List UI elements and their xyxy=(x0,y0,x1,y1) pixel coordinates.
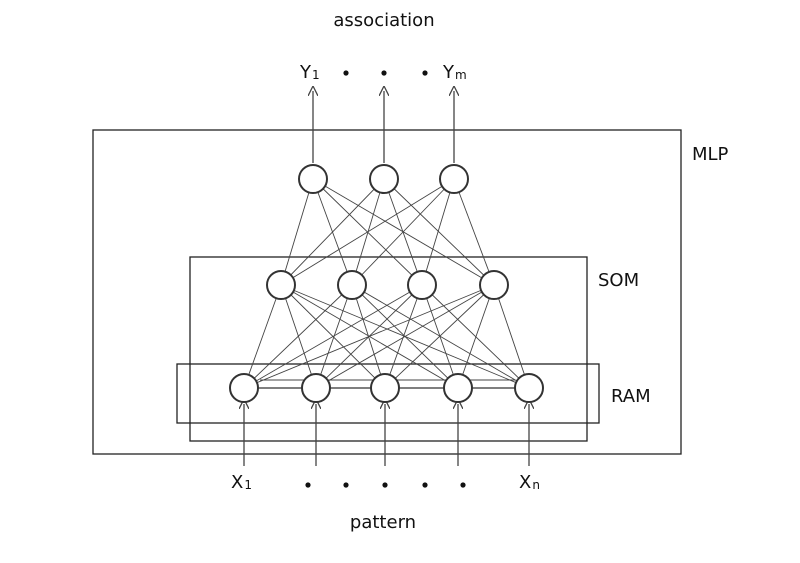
mlp-label: MLP xyxy=(692,144,729,165)
mlp-box xyxy=(92,129,682,455)
ram-label: RAM xyxy=(611,386,651,407)
som-label: SOM xyxy=(598,270,639,291)
input-ellipsis-dot-2 xyxy=(343,482,349,488)
edge-som-4-ram-1 xyxy=(243,284,495,389)
edge-output-1-som-1 xyxy=(280,178,314,286)
edge-output-3-som-2 xyxy=(351,178,455,286)
edge-output-2-som-1 xyxy=(280,178,385,286)
edge-output-3-som-3 xyxy=(421,178,455,286)
ram-box xyxy=(176,363,600,424)
input-ellipsis-dot-1 xyxy=(305,482,311,488)
edges-output-som xyxy=(280,178,495,286)
edges-som-ram xyxy=(243,284,530,389)
input-ellipsis-dot-5 xyxy=(460,482,466,488)
output-ellipsis-dot-3 xyxy=(422,70,428,76)
input-label-last: Xn xyxy=(519,472,540,493)
edge-som-3-ram-5 xyxy=(421,284,530,389)
edge-som-2-ram-1 xyxy=(243,284,353,389)
input-label-first: X1 xyxy=(231,472,252,493)
som-node-4 xyxy=(479,270,509,300)
output-node-3 xyxy=(439,164,469,194)
ram-node-3 xyxy=(370,373,400,403)
edge-som-4-ram-5 xyxy=(493,284,530,389)
output-label-last: Ym xyxy=(442,62,467,83)
association-label: association xyxy=(333,10,434,31)
som-node-2 xyxy=(337,270,367,300)
output-ellipsis-dot-1 xyxy=(343,70,349,76)
som-node-3 xyxy=(407,270,437,300)
edge-som-4-ram-3 xyxy=(384,284,495,389)
ram-node-5 xyxy=(514,373,544,403)
pattern-label: pattern xyxy=(350,512,416,533)
output-node-1 xyxy=(298,164,328,194)
output-label-first: Y1 xyxy=(299,62,320,83)
edge-som-3-ram-1 xyxy=(243,284,423,389)
som-box xyxy=(189,256,588,442)
edge-output-3-som-4 xyxy=(453,178,495,286)
edge-output-3-som-1 xyxy=(280,178,455,286)
edge-som-3-ram-3 xyxy=(384,284,423,389)
edge-output-2-som-4 xyxy=(383,178,495,286)
ram-node-4 xyxy=(443,373,473,403)
output-ellipsis-dot-2 xyxy=(381,70,387,76)
edge-som-4-ram-4 xyxy=(457,284,495,389)
input-ellipsis-dot-4 xyxy=(422,482,428,488)
ram-node-2 xyxy=(301,373,331,403)
edge-som-1-ram-1 xyxy=(243,284,282,389)
input-ellipsis-dot-3 xyxy=(382,482,388,488)
output-node-2 xyxy=(369,164,399,194)
edge-som-2-ram-5 xyxy=(351,284,530,389)
edge-som-4-ram-2 xyxy=(315,284,495,389)
ram-node-1 xyxy=(229,373,259,403)
som-node-1 xyxy=(266,270,296,300)
network-nodes xyxy=(229,164,544,403)
edge-som-2-ram-2 xyxy=(315,284,353,389)
